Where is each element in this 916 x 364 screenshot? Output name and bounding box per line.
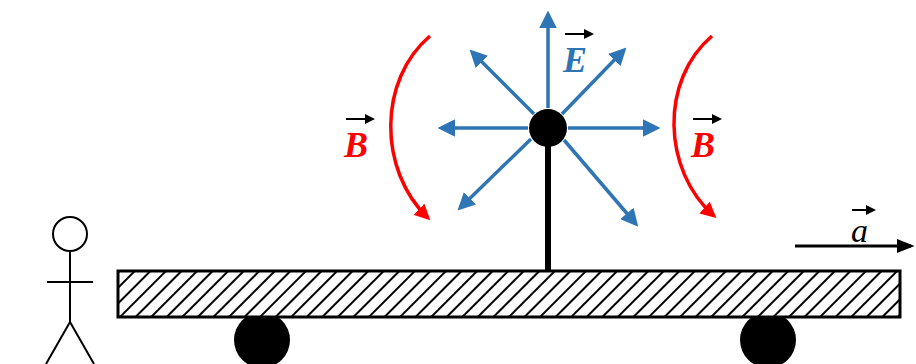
field-label: E (563, 42, 587, 78)
cart-platform (118, 271, 900, 317)
acceleration-label: a (851, 214, 868, 248)
pole (545, 140, 551, 271)
vector-arrow (346, 34, 874, 210)
electric-field-arrows (441, 14, 657, 224)
observer-figure (46, 217, 94, 364)
field-label: B (691, 127, 715, 163)
wheel (234, 312, 796, 364)
field-label: B (344, 127, 368, 163)
magnetic-field-arcs (391, 36, 714, 218)
charge (529, 109, 567, 147)
